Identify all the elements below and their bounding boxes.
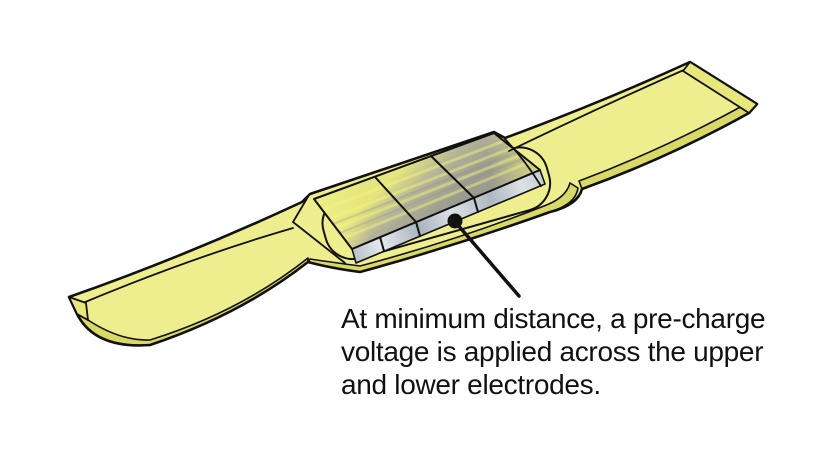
gap-divider (473, 197, 479, 213)
caption-line-3: and lower electrodes. (341, 369, 601, 400)
gap-divider (379, 236, 385, 252)
upper-electrode-plateau (313, 132, 541, 250)
right-arm-curl-line (508, 68, 687, 152)
caption-line-1: At minimum distance, a pre-charge (341, 303, 766, 334)
plateau-divider (374, 176, 417, 223)
gap-divider (415, 221, 421, 237)
plateau-streaks (321, 139, 531, 240)
right-flare-crease (504, 138, 542, 187)
right-tip-cap (682, 61, 758, 114)
caption: At minimum distance, a pre-charge voltag… (341, 302, 766, 401)
caption-line-2: voltage is applied across the upper (341, 336, 764, 367)
ribbon-outline (67, 60, 759, 347)
left-arm-curl-line (77, 227, 294, 306)
left-tip-cap (68, 296, 89, 321)
callout-dot (447, 213, 463, 229)
plateau-divider (430, 155, 475, 199)
left-flare-crease (291, 194, 346, 264)
callout-line (455, 222, 521, 298)
